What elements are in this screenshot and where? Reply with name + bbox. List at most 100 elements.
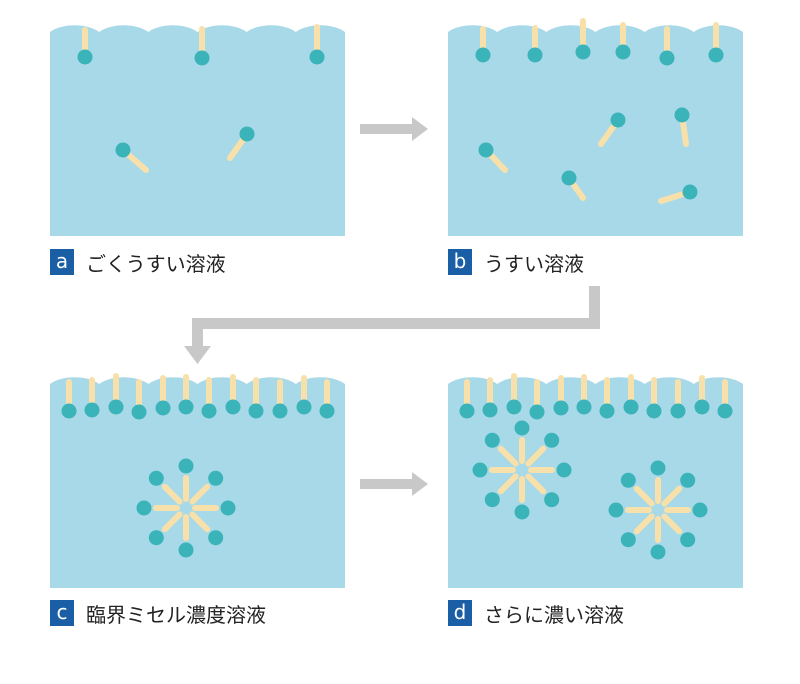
hydrophilic-head [514, 420, 530, 436]
caption-letter-badge: c [50, 600, 74, 626]
micelle [472, 420, 572, 520]
surface-molecule [309, 24, 325, 65]
hydrophilic-head [544, 492, 560, 508]
arrow-a-to-b [360, 117, 428, 141]
surface-molecule [615, 22, 631, 60]
surface-molecule [694, 375, 710, 415]
hydrophobic-tail [525, 445, 547, 467]
hydrophilic-head [220, 500, 236, 516]
micelle-molecule [650, 460, 666, 504]
hydrophilic-head [131, 404, 147, 420]
hydrophobic-tail [661, 513, 683, 535]
hydrophilic-head [472, 462, 488, 478]
panel-d [448, 373, 743, 588]
hydrophilic-head [599, 403, 615, 419]
arrow-shaft [192, 286, 600, 349]
caption-label: ごくうすい溶液 [86, 251, 226, 276]
micelle-molecule [148, 470, 183, 505]
caption-letter-badge: b [448, 249, 472, 275]
hydrophilic-head [319, 403, 335, 419]
solution [448, 25, 743, 236]
hydrophilic-head [459, 403, 475, 419]
surface-molecule [194, 26, 210, 66]
hydrophilic-head [194, 50, 210, 66]
surface-molecule [84, 377, 100, 418]
hydrophilic-head [650, 460, 666, 476]
hydrophilic-head [108, 399, 124, 415]
hydrophilic-head [475, 47, 491, 63]
hydrophilic-head [680, 532, 696, 548]
hydrophilic-head [178, 399, 194, 415]
surface-molecule [708, 22, 724, 63]
caption-letter-badge: d [448, 600, 472, 626]
caption-a: a ごくうすい溶液 [50, 249, 226, 276]
hydrophilic-head [610, 112, 626, 128]
hydrophilic-head [556, 462, 572, 478]
caption-letter-badge: a [50, 249, 74, 275]
micelle [136, 458, 236, 558]
surface-molecule [646, 377, 662, 419]
hydrophilic-head [646, 403, 662, 419]
panels-layer [50, 18, 743, 588]
hydrophilic-head [248, 403, 264, 419]
hydrophilic-head [309, 49, 325, 65]
dissolved-molecule [598, 112, 626, 147]
surface-molecule [248, 377, 264, 419]
hydrophilic-head [84, 402, 100, 418]
hydrophobic-tail [189, 483, 211, 505]
surface-molecule [527, 25, 543, 63]
surface-molecule [296, 375, 312, 415]
surface-molecule [599, 377, 615, 419]
surface-molecule [225, 374, 241, 415]
surface-molecule [575, 18, 591, 60]
micelle-molecule [608, 502, 652, 518]
arrow-head [412, 472, 428, 496]
micelle-molecule [484, 473, 519, 508]
dissolved-molecule [478, 142, 508, 173]
hydrophilic-head [650, 544, 666, 560]
hydrophilic-head [561, 170, 577, 186]
hydrophilic-head [659, 50, 675, 66]
dissolved-molecule [674, 107, 690, 147]
panel-a [50, 24, 345, 236]
hydrophilic-head [296, 399, 312, 415]
hydrophobic-tail [161, 511, 183, 533]
hydrophilic-head [608, 502, 624, 518]
solution [50, 25, 345, 236]
hydrophilic-head [178, 542, 194, 558]
hydrophilic-head [272, 403, 288, 419]
dissolved-molecule [115, 142, 149, 173]
hydrophilic-head [484, 432, 500, 448]
hydrophilic-head [178, 458, 194, 474]
hydrophilic-head [155, 400, 171, 416]
hydrophilic-head [682, 184, 698, 200]
surface-molecule [319, 379, 335, 419]
hydrophilic-head [670, 403, 686, 419]
arrow-shaft [360, 124, 414, 134]
hydrophilic-head [482, 402, 498, 418]
hydrophilic-head [620, 472, 636, 488]
arrow-head [184, 346, 211, 364]
hydrophilic-head [506, 399, 522, 415]
dissolved-molecule [227, 126, 255, 161]
solution [50, 377, 345, 588]
hydrophilic-head [208, 470, 224, 486]
caption-d: d さらに濃い溶液 [448, 600, 624, 627]
micelle-molecule [484, 432, 519, 467]
hydrophilic-head [514, 504, 530, 520]
hydrophobic-tail [161, 483, 183, 505]
dissolved-molecule [561, 170, 586, 201]
micelle-molecule [664, 502, 708, 518]
hydrophilic-head [478, 142, 494, 158]
hydrophilic-head [576, 399, 592, 415]
micelle-molecule [650, 516, 666, 560]
surface-molecule [155, 375, 171, 416]
surface-molecule [553, 375, 569, 416]
surface-molecule [529, 379, 545, 420]
hydrophilic-head [529, 404, 545, 420]
surface-molecule [482, 377, 498, 418]
hydrophobic-tail [661, 485, 683, 507]
arrow-b-to-c [184, 286, 600, 364]
hydrophilic-head [148, 470, 164, 486]
hydrophilic-head [615, 44, 631, 60]
